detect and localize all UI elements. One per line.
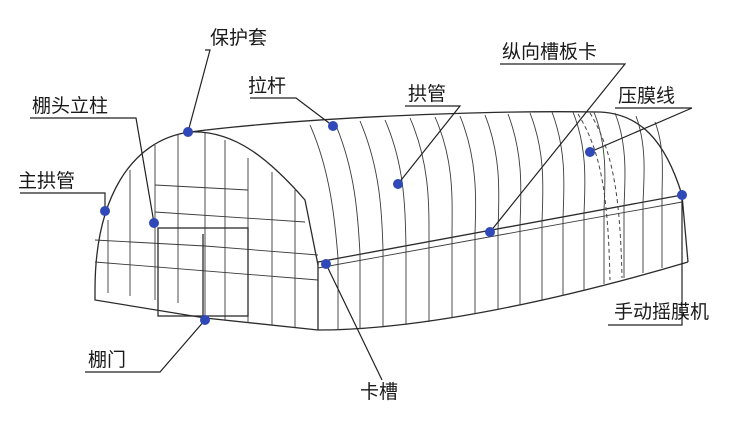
marker-greenhouse-door bbox=[200, 315, 210, 325]
marker-film-press-line bbox=[585, 147, 595, 157]
roof-ridge-line bbox=[189, 111, 683, 196]
marker-manual-roller bbox=[677, 190, 687, 200]
label-gable-post: 棚头立柱 bbox=[32, 95, 108, 117]
marker-gable-post bbox=[149, 218, 159, 228]
side-top-rail bbox=[317, 194, 683, 263]
label-manual-roller: 手动摇膜机 bbox=[614, 301, 709, 323]
roof-arch-pipes bbox=[309, 111, 663, 259]
greenhouse-structure bbox=[94, 111, 689, 331]
marker-main-arch-pipe bbox=[100, 206, 110, 216]
label-main-arch-pipe: 主拱管 bbox=[18, 170, 75, 192]
label-arch-pipe: 拱管 bbox=[408, 83, 446, 105]
gable-rails bbox=[94, 184, 319, 281]
marker-tie-rod bbox=[328, 121, 338, 131]
front-wall-base bbox=[94, 290, 319, 331]
label-greenhouse-door: 棚门 bbox=[88, 349, 126, 371]
marker-longitudinal-clip bbox=[485, 227, 495, 237]
label-protective-sleeve: 保护套 bbox=[210, 27, 267, 49]
side-bottom-rail bbox=[317, 261, 689, 331]
label-longitudinal-clip: 纵向槽板卡 bbox=[502, 41, 597, 63]
gable-posts bbox=[107, 133, 296, 327]
marker-arch-pipe bbox=[393, 179, 403, 189]
front-gable-arch bbox=[94, 131, 319, 291]
callout-labels: 保护套 棚头立柱 拉杆 拱管 纵向槽板卡 压膜线 主拱管 手动摇膜机 棚门 卡槽 bbox=[18, 27, 709, 403]
label-tie-rod: 拉杆 bbox=[248, 75, 286, 97]
film-press-line-1 bbox=[577, 113, 611, 281]
marker-groove bbox=[321, 259, 331, 269]
label-film-press-line: 压膜线 bbox=[618, 85, 675, 107]
side-lower-groove bbox=[317, 201, 683, 269]
marker-protective-sleeve bbox=[183, 127, 193, 137]
film-press-line-2 bbox=[589, 112, 623, 279]
label-groove: 卡槽 bbox=[360, 381, 398, 403]
side-wall-pipes bbox=[337, 199, 663, 330]
callout-markers bbox=[100, 121, 687, 325]
leader-lines bbox=[20, 49, 693, 381]
rear-corner bbox=[681, 194, 689, 263]
